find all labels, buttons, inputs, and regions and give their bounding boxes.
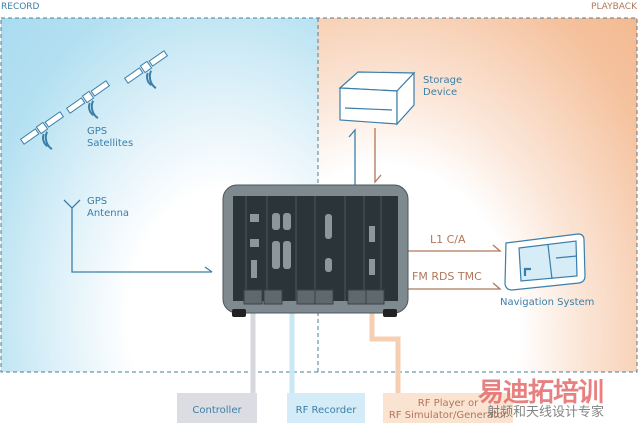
dashed-frame (0, 17, 638, 373)
gps-satellites-label: GPS Satellites (87, 126, 133, 150)
record-header: RECORD (1, 2, 40, 12)
arrow-to-storage (348, 128, 356, 185)
rf-player-label: RF Player or (417, 397, 479, 409)
label-line: GPS (87, 196, 108, 207)
watermark-subtitle: 射频和天线设计专家 (487, 405, 605, 420)
storage-device-icon (338, 71, 416, 126)
l1-ca-label: L1 C/A (430, 233, 466, 246)
label-line: Antenna (87, 208, 130, 219)
satellite-icon (19, 111, 65, 150)
rf-player-box: RF Player or RF Simulator/Generator (383, 393, 513, 423)
playback-header: PLAYBACK (591, 2, 637, 12)
gps-antenna-label: GPS Antenna (87, 196, 129, 220)
label-line: Device (423, 87, 458, 98)
satellite-icon (123, 50, 169, 89)
label-line: Storage (423, 75, 463, 86)
navigation-system-label: Navigation System (500, 297, 595, 308)
rf-player-cable (369, 312, 401, 421)
satellite-icon (65, 80, 111, 119)
watermark-title: 易迪拓培训 (478, 378, 604, 408)
rf-recorder-box: RF Recorder (287, 393, 365, 423)
label-line: Satellites (87, 138, 134, 149)
chassis-device-icon (222, 184, 409, 317)
rf-recorder-label: RF Recorder (295, 405, 357, 416)
fm-rds-tmc-label: FM RDS TMC (412, 270, 482, 283)
controller-label: Controller (192, 405, 242, 416)
rf-simulator-label: RF Simulator/Generator (388, 409, 508, 421)
l1-line (407, 244, 502, 252)
storage-device-label: Storage Device (423, 75, 462, 99)
navigation-system-icon (504, 233, 586, 291)
label-line: GPS (87, 126, 108, 137)
antenna-icon (63, 199, 213, 273)
controller-box: Controller (177, 393, 257, 423)
fm-line (407, 282, 502, 290)
arrow-from-storage (374, 128, 382, 184)
